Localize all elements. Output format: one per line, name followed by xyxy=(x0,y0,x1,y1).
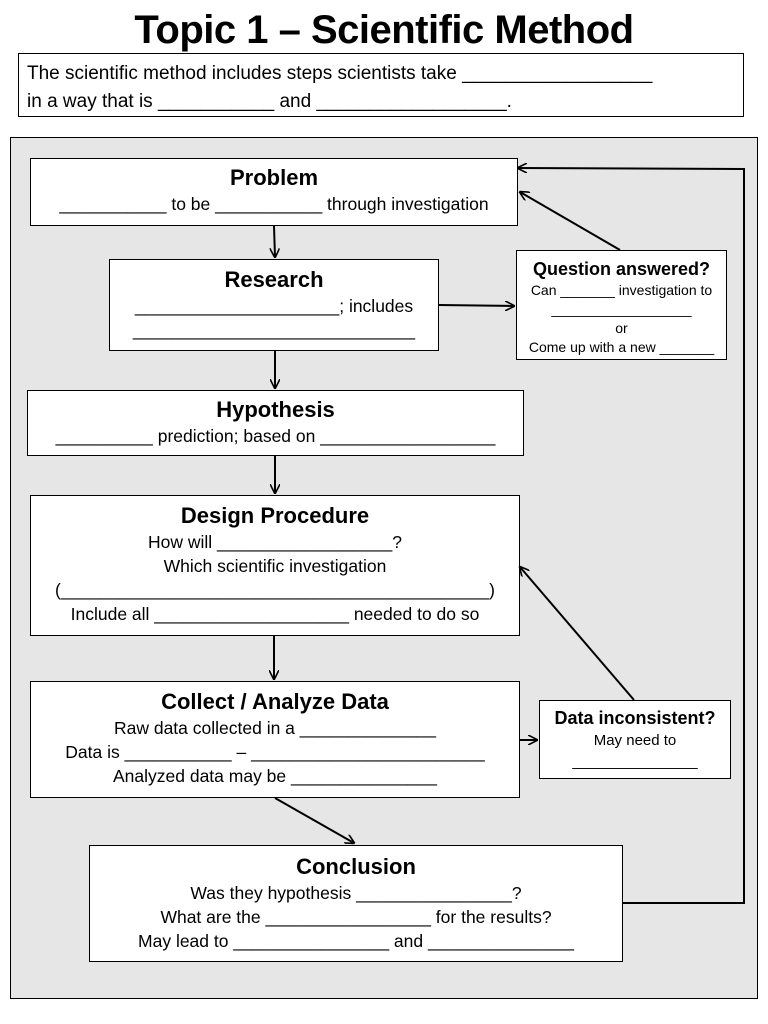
arrow-problem-to-research xyxy=(274,225,275,257)
collect-analyze-line-1: Raw data collected in a ______________ xyxy=(113,718,437,738)
hypothesis-line: __________ prediction; based on ________… xyxy=(55,426,496,446)
data-inconsistent-line-1: May need to xyxy=(593,732,677,749)
arrow-conclusion-to-problem xyxy=(518,168,745,904)
arrow-question-to-problem xyxy=(520,192,621,251)
design-procedure-line-2: Which scientific investigation xyxy=(163,556,387,576)
problem-heading: Problem xyxy=(229,165,319,190)
intro-statement-box: The scientific method includes steps sci… xyxy=(18,53,744,117)
collect-analyze-heading: Collect / Analyze Data xyxy=(161,689,389,714)
design-procedure-line-1: How will __________________? xyxy=(148,532,402,552)
collect-analyze-box: Collect / Analyze Data Raw data collecte… xyxy=(30,681,520,798)
collect-analyze-line-2: Data is ___________ – __________________… xyxy=(65,742,485,762)
design-procedure-heading: Design Procedure xyxy=(180,503,370,528)
research-line-1: _____________________; includes xyxy=(134,296,414,316)
problem-box: Problem ___________ to be ___________ th… xyxy=(30,158,518,226)
research-heading: Research xyxy=(224,267,324,292)
design-procedure-box: Design Procedure How will ______________… xyxy=(30,495,520,636)
data-inconsistent-box: Data inconsistent? May need to _________… xyxy=(539,700,731,779)
intro-line-1: The scientific method includes steps sci… xyxy=(27,63,653,84)
hypothesis-box: Hypothesis __________ prediction; based … xyxy=(27,390,524,456)
research-line-2: _____________________________ xyxy=(132,320,416,340)
data-inconsistent-line-2: _______________ xyxy=(572,753,698,770)
hypothesis-heading: Hypothesis xyxy=(216,397,335,422)
design-procedure-line-3: (_______________________________________… xyxy=(55,580,495,600)
page-title: Topic 1 – Scientific Method xyxy=(134,8,634,52)
question-answered-line-2: __________________ xyxy=(551,301,692,317)
conclusion-line-1: Was they hypothesis ________________? xyxy=(190,883,522,903)
conclusion-line-3: May lead to ________________ and _______… xyxy=(138,931,574,951)
problem-line: ___________ to be ___________ through in… xyxy=(59,194,489,214)
question-answered-line-4: Come up with a new _______ xyxy=(528,339,715,355)
collect-analyze-line-3: Analyzed data may be _______________ xyxy=(112,766,437,786)
arrow-research-to-question xyxy=(438,305,514,306)
conclusion-line-2: What are the _________________ for the r… xyxy=(160,907,552,927)
arrow-inconsistent-to-design xyxy=(520,567,635,701)
arrow-collect-to-conclusion xyxy=(274,797,354,843)
design-procedure-line-4: Include all ____________________ needed … xyxy=(70,604,480,624)
question-answered-box: Question answered? Can _______ investiga… xyxy=(516,250,727,360)
research-box: Research _____________________; includes… xyxy=(109,259,439,351)
question-answered-heading: Question answered? xyxy=(532,259,711,279)
conclusion-box: Conclusion Was they hypothesis _________… xyxy=(89,845,623,962)
conclusion-heading: Conclusion xyxy=(296,854,416,879)
question-answered-line-1: Can _______ investigation to xyxy=(530,282,713,298)
intro-line-2: in a way that is ___________ and _______… xyxy=(27,91,512,112)
question-answered-line-3: or xyxy=(615,320,628,336)
data-inconsistent-heading: Data inconsistent? xyxy=(554,708,716,728)
